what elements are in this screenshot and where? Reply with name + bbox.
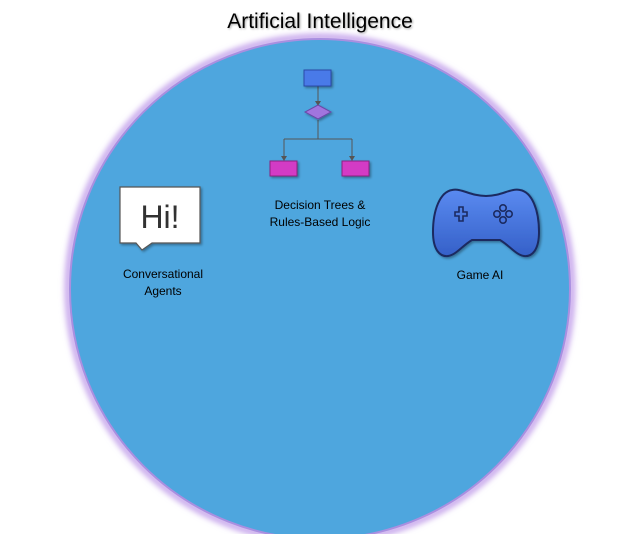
gamepad-icon xyxy=(431,188,541,258)
flowchart-start-box xyxy=(303,69,332,87)
speech-bubble-text: Hi! xyxy=(140,199,179,235)
ai-circle xyxy=(64,33,576,534)
diagram-title: Artificial Intelligence xyxy=(227,10,413,33)
flowchart-right-box xyxy=(341,160,370,177)
flowchart-icon xyxy=(269,69,370,177)
speech-bubble-icon: Hi! xyxy=(119,186,201,251)
decision-trees-label: Decision Trees & Rules-Based Logic xyxy=(269,198,371,229)
conversational-agents-label: Conversational Agents xyxy=(122,267,204,298)
flowchart-left-box xyxy=(269,160,298,177)
game-ai-label: Game AI xyxy=(456,268,504,282)
flowchart-decision-diamond xyxy=(303,104,333,120)
